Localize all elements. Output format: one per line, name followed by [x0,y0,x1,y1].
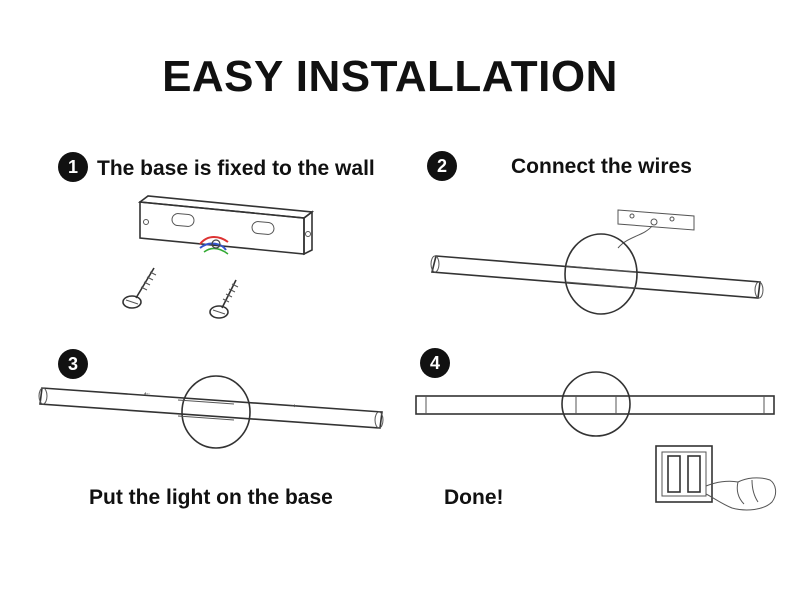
step-3-badge: 3 [58,349,88,379]
wall-plate-step3 [181,375,251,449]
light-switch-icon [655,445,713,503]
step-1-badge: 1 [58,152,88,182]
step-3-text: Put the light on the base [89,486,333,509]
screw-icon-right [209,279,239,319]
wires-icon [199,236,229,255]
svg-text:⇢: ⇢ [290,402,296,410]
step-2-badge: 2 [427,151,457,181]
light-bar-step4 [415,395,775,415]
step-1-text: The base is fixed to the wall [97,157,375,180]
step-4-badge: 4 [420,348,450,378]
svg-text:⇠: ⇠ [144,390,150,398]
wire-connection-icon [617,209,695,249]
page-title: EASY INSTALLATION [162,52,618,101]
step-4-text: Done! [444,486,504,509]
light-bar-step2 [430,255,764,299]
pointing-hand-icon [705,477,777,511]
light-bar-step3: ⇠ ⇢ [38,387,384,429]
wall-plate-step2 [564,233,638,315]
step-2-text: Connect the wires [511,155,692,178]
wall-bracket-icon [137,195,315,256]
wall-plate-step4 [561,371,631,437]
screw-icon-left [122,267,157,309]
